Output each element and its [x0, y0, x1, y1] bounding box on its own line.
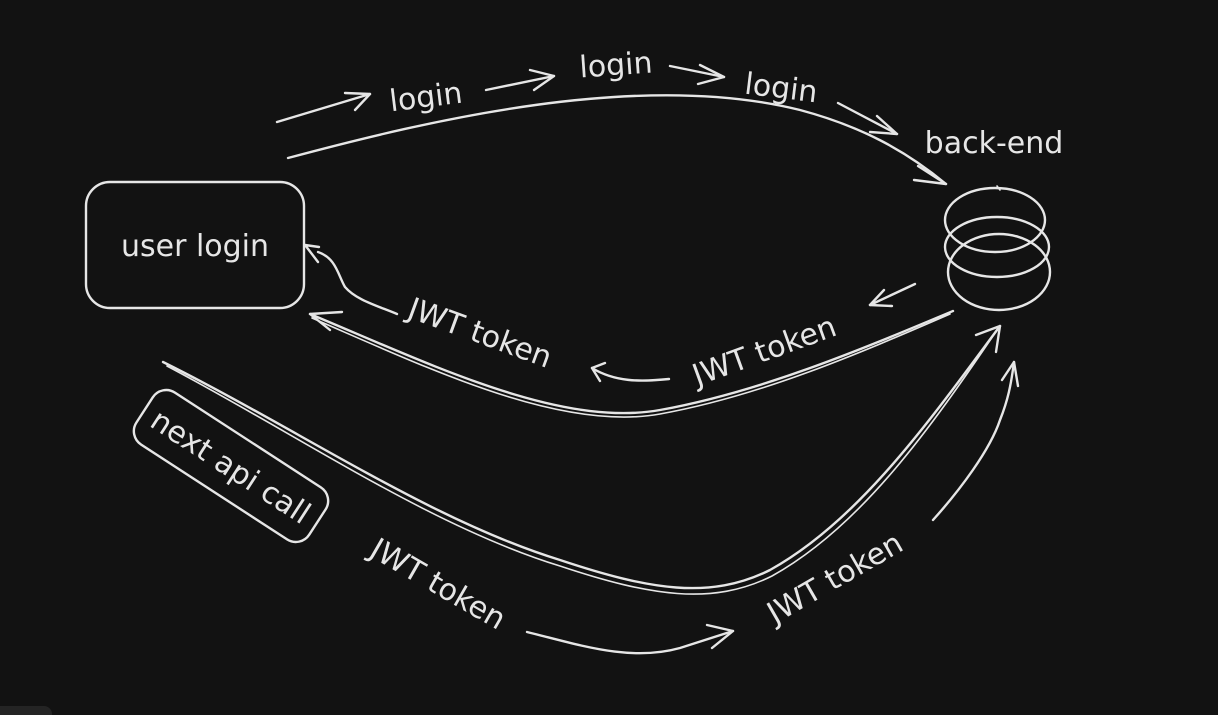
- jwt-return-label-1: JWT token: [686, 309, 841, 394]
- login-arrow-4: [836, 101, 899, 136]
- next-api-main-arrow: [161, 324, 1002, 590]
- user-login-node[interactable]: user login: [84, 180, 306, 310]
- jwt-return-main-arrow-shadow: [311, 313, 951, 418]
- login-label-3: login: [743, 67, 820, 111]
- next-api-main-arrow-shadow: [166, 329, 998, 595]
- jwt-next-arrow-2-head: [1000, 360, 1020, 388]
- jwt-return-main-arrowhead: [308, 310, 344, 332]
- user-login-label: user login: [121, 229, 269, 264]
- login-arrow-1-head: [343, 91, 372, 112]
- jwt-next-label-2: JWT token: [760, 526, 909, 632]
- login-main-arrow: [286, 94, 948, 186]
- jwt-return-arrow-3-head: [303, 243, 321, 264]
- corner-tab[interactable]: [0, 706, 52, 715]
- jwt-return-arrow-2-head: [590, 361, 607, 383]
- backend-label: back-end: [925, 126, 1064, 161]
- login-arrow-4-head: [868, 114, 899, 136]
- jwt-return-arrow-1: [868, 282, 917, 307]
- jwt-return-arrow-2: [590, 366, 671, 382]
- jwt-return-main-arrow: [308, 309, 955, 415]
- jwt-next-arrow-1: [525, 629, 735, 655]
- jwt-next-label-1: JWT token: [362, 531, 511, 637]
- login-arrow-2-head: [528, 68, 556, 92]
- login-arrow-1: [275, 92, 372, 124]
- next-api-call-node[interactable]: next api call: [128, 384, 335, 548]
- jwt-return-arrow-1-head: [868, 288, 894, 308]
- login-label-1: login: [388, 76, 465, 120]
- jwt-return-arrow-3: [316, 250, 399, 316]
- login-main-arrowhead: [912, 164, 948, 186]
- login-arrow-3-head: [696, 63, 726, 86]
- backend-database-icon[interactable]: [943, 185, 1052, 312]
- login-label-2: login: [578, 45, 653, 85]
- next-api-main-arrowhead: [974, 324, 1002, 354]
- jwt-next-arrow-2: [931, 360, 1016, 522]
- jwt-next-arrow-1-head: [705, 623, 735, 650]
- login-arrow-3: [668, 64, 726, 79]
- login-arrow-2: [484, 74, 556, 92]
